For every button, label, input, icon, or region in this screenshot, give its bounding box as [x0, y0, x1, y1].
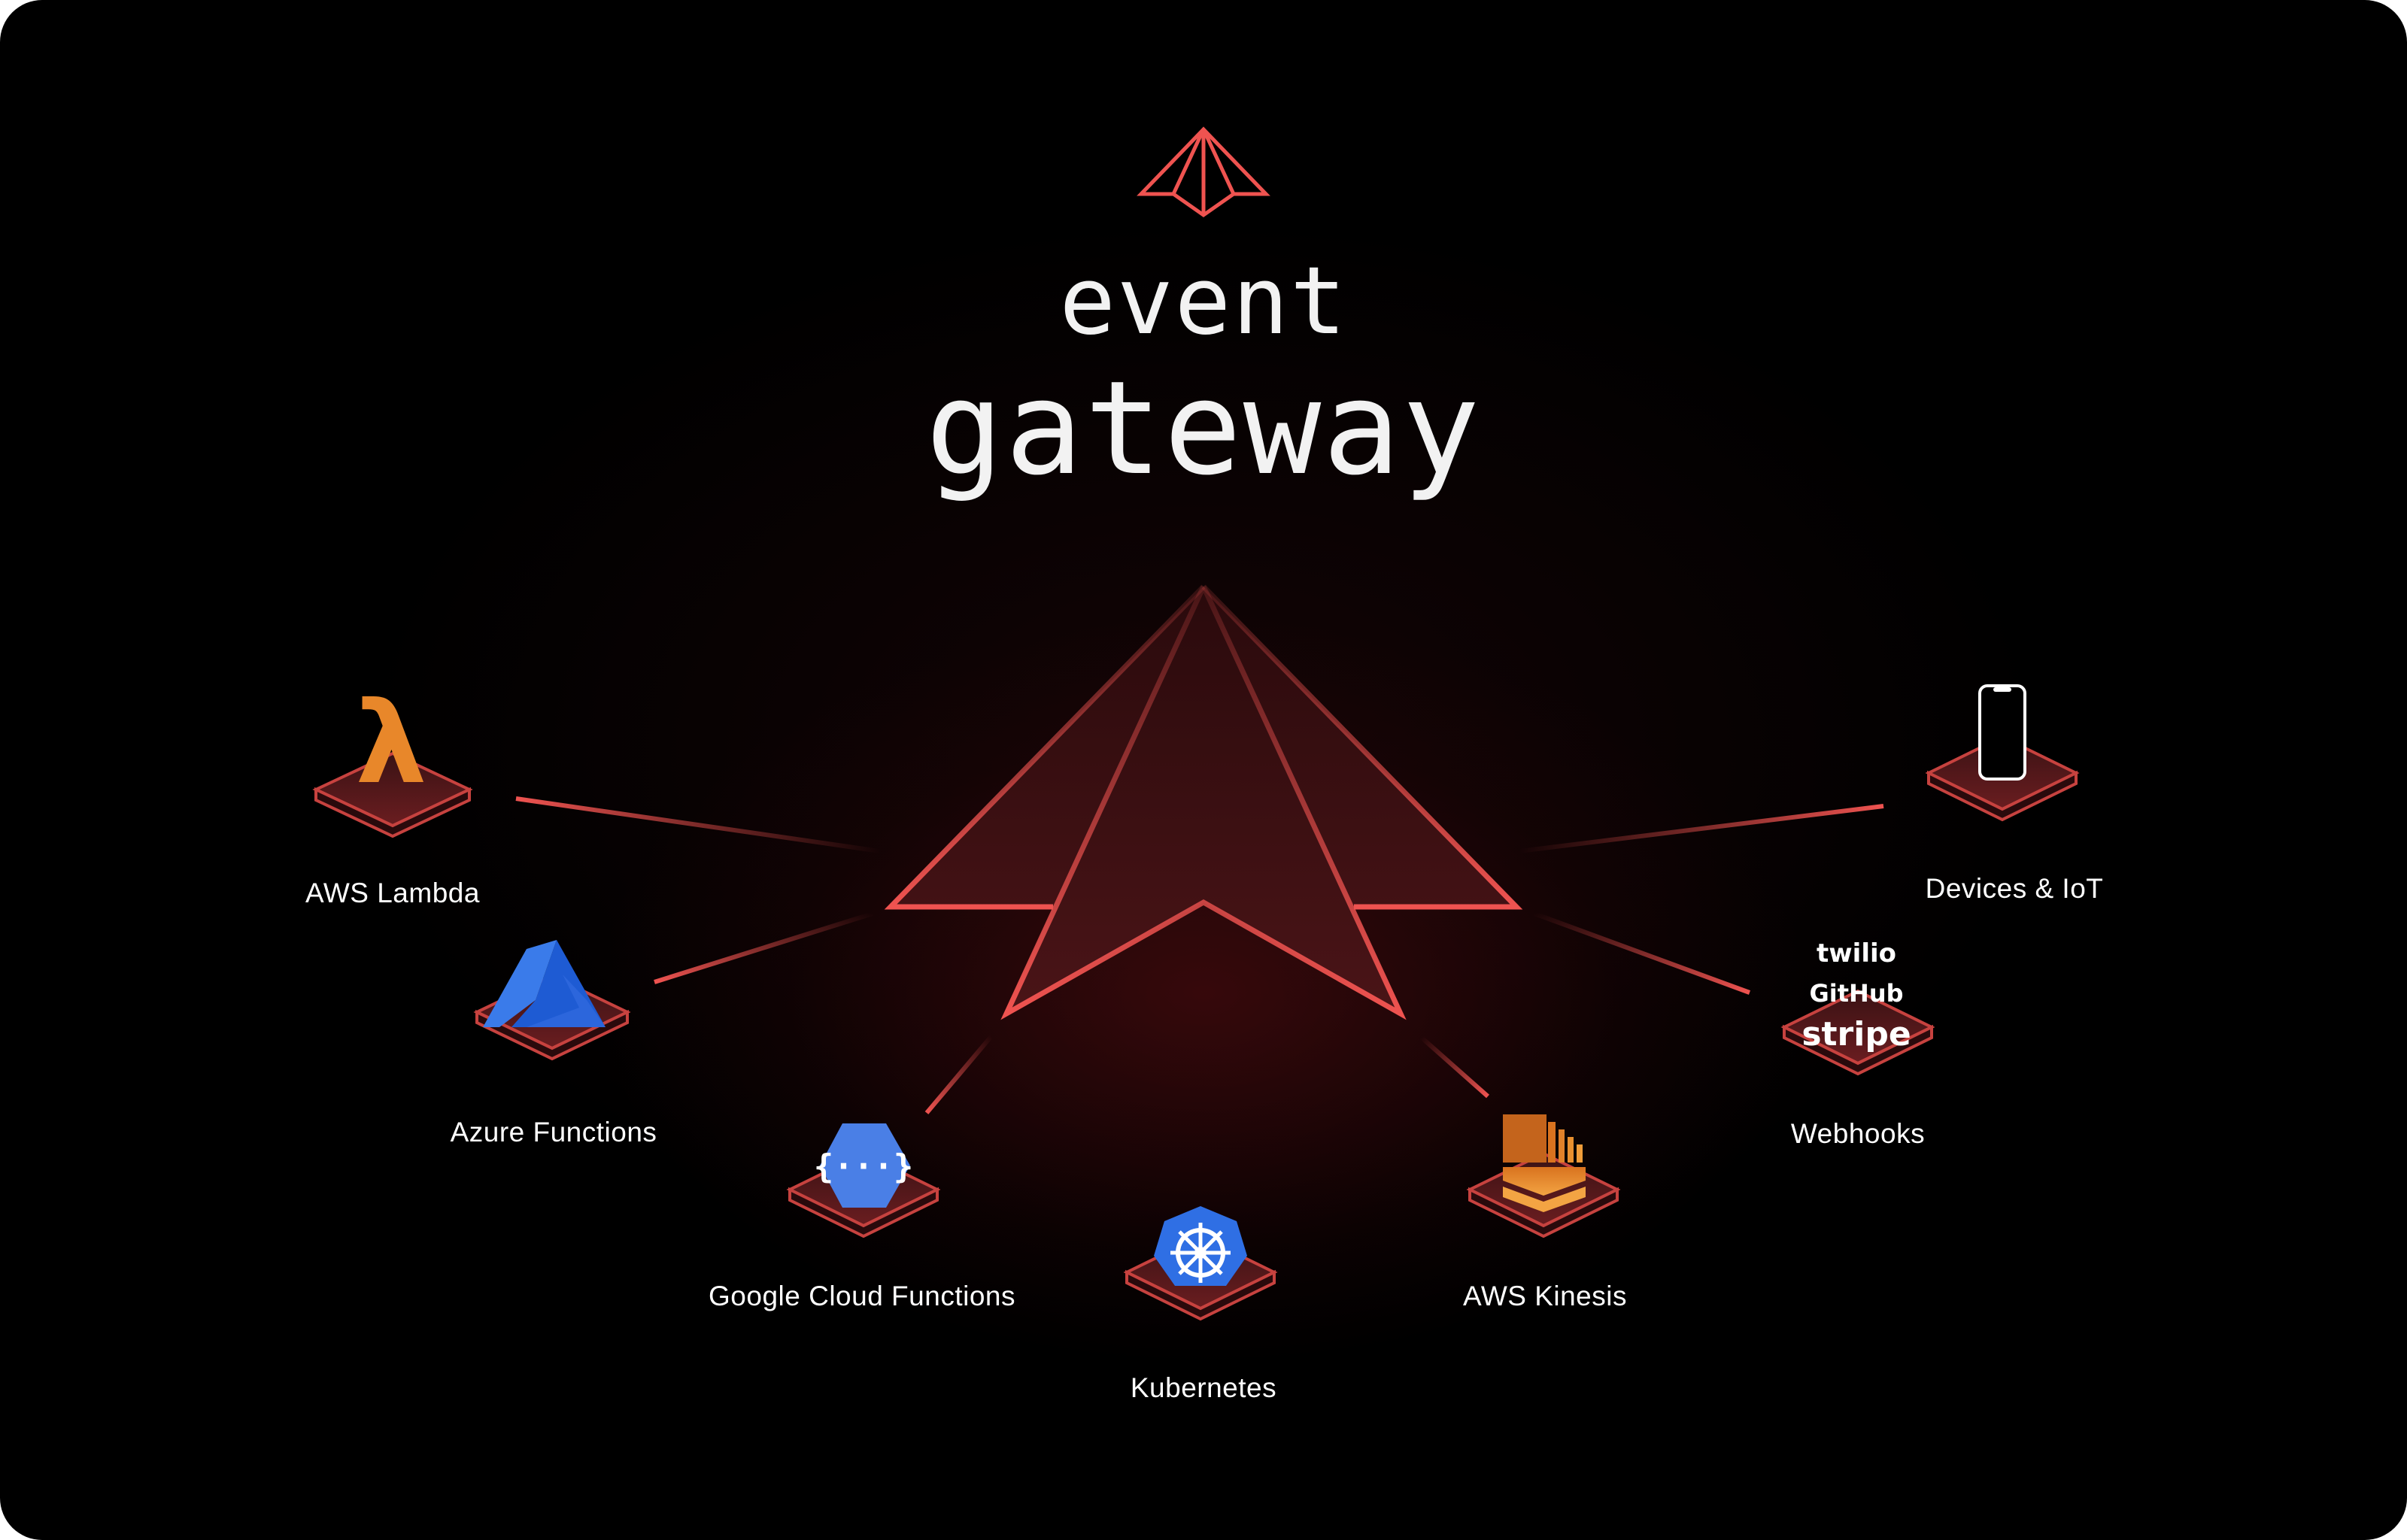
central-gateway-plane — [884, 584, 1523, 1020]
line-google-cloud-functions — [924, 1035, 994, 1114]
platform-webhooks — [1780, 989, 1935, 1076]
line-aws-kinesis — [1420, 1035, 1489, 1099]
phone-icon — [1978, 684, 2026, 781]
line-aws-lambda — [515, 796, 881, 853]
title-gateway: gateway — [925, 353, 1482, 504]
twilio-logo: twilio — [1817, 938, 1896, 969]
azure-icon — [483, 940, 606, 1027]
platform-aws-lambda — [312, 751, 473, 838]
line-azure-functions — [654, 911, 873, 984]
connection-lines — [515, 796, 1884, 1173]
event-gateway-logo-icon — [1137, 126, 1270, 218]
label-devices-iot: Devices & IoT — [1925, 873, 2104, 904]
line-devices-iot — [1519, 804, 1884, 853]
github-logo: GitHub — [1809, 979, 1904, 1008]
kubernetes-icon — [1154, 1206, 1247, 1286]
line-webhooks — [1533, 911, 1751, 995]
label-aws-lambda: AWS Lambda — [305, 878, 480, 908]
cloud-functions-icon: {···} — [814, 1123, 913, 1208]
kinesis-icon — [1503, 1114, 1586, 1212]
label-kubernetes: Kubernetes — [1130, 1372, 1277, 1403]
label-aws-kinesis: AWS Kinesis — [1463, 1281, 1627, 1311]
svg-text:λ: λ — [356, 678, 427, 809]
title-event: event — [1059, 247, 1348, 356]
stripe-logo: stripe — [1801, 1015, 1911, 1053]
lambda-icon: λ — [356, 678, 427, 809]
svg-text:{···}: {···} — [814, 1147, 913, 1186]
label-webhooks: Webhooks — [1790, 1118, 1926, 1149]
label-google-cloud-functions: Google Cloud Functions — [709, 1281, 1015, 1311]
label-azure-functions: Azure Functions — [450, 1117, 657, 1147]
